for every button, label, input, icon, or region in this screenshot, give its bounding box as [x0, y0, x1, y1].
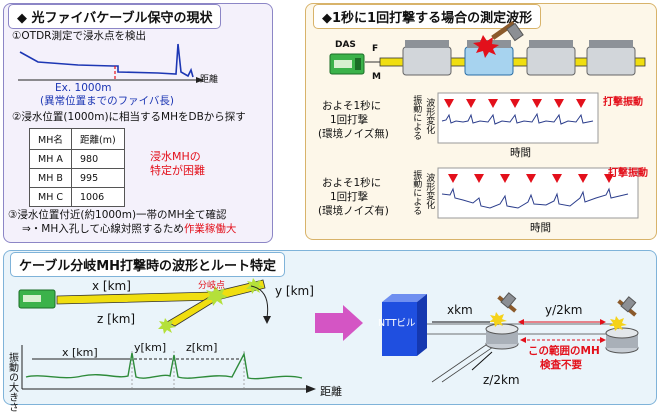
branch-z-label: z [km] [97, 312, 136, 326]
wave-y-label: y[km] [134, 341, 167, 354]
branch-x-label: x [km] [92, 279, 131, 293]
manhole-icon [485, 323, 519, 350]
row1-line1: およそ1秒に [322, 100, 382, 112]
wave-z-label: z[km] [186, 341, 218, 354]
manhole-section [402, 40, 452, 76]
step3-subtext: ⇒・MH入孔して心線対照するため作業稼働大 [22, 223, 237, 235]
note-line1: 浸水MHの [150, 150, 201, 163]
strike-label-2: 打撃振動 [608, 168, 648, 179]
row2-line2: 1回打撃 [330, 191, 369, 203]
step3-text: ③浸水位置付近(約1000m)一帯のMH全て確認 [8, 209, 227, 221]
out-of-range-line1: この範囲のMH [528, 345, 600, 357]
panel2-title: ◆1秒に1回打撃する場合の測定波形 [313, 4, 542, 29]
route-y-label: y/2km [545, 303, 583, 317]
hammer-icon [491, 20, 524, 42]
row1-ylabel-1: 振動による [411, 95, 422, 140]
row1-line2: 1回打撃 [330, 114, 369, 126]
branch-cable-diagram [18, 278, 271, 334]
strike-markers [448, 174, 614, 183]
das-device-icon [329, 53, 365, 75]
step3-emphasis: 作業稼働大 [183, 223, 237, 235]
otdr-x-axis-label: 距離 [200, 75, 219, 85]
hammer-icon [497, 292, 517, 313]
waveform-no-noise [437, 92, 599, 144]
row1-line3: (環境ノイズ無) [318, 128, 389, 140]
route-z-label: z/2km [483, 373, 520, 387]
otdr-distance-note: (異常位置までのファイバ長) [40, 95, 174, 107]
time-label-1: 時間 [510, 147, 531, 159]
branch-y-label: y [km] [275, 284, 314, 298]
row2-line3: (環境ノイズ有) [318, 205, 389, 217]
hammer-icon [617, 296, 637, 317]
table-cell: MH C [29, 187, 72, 207]
branch-waveform [21, 345, 316, 393]
note-line2: 特定が困難 [150, 164, 205, 177]
ntt-building-label: NTTビル [378, 318, 416, 329]
panel3-title: ケーブル分岐MH打撃時の波形とルート特定 [10, 252, 286, 277]
time-label-2: 時間 [530, 222, 551, 234]
strike-markers [444, 99, 586, 108]
table-row: MH A 980 [29, 149, 125, 169]
step1-text: ①OTDR測定で浸水点を検出 [12, 30, 146, 42]
das-device-icon [18, 289, 56, 309]
row2-line1: およそ1秒に [322, 177, 382, 189]
step2-text: ②浸水位置(1000m)に相当するMHをDBから探す [12, 111, 246, 123]
otdr-trace-graph [18, 43, 204, 83]
strike-label-1: 打撃振動 [603, 97, 643, 108]
row2-ylabel-1: 振動による [411, 170, 422, 215]
transition-arrow [315, 305, 363, 341]
manhole-section [526, 40, 576, 76]
wave-ylabel: 振動の大きさ [6, 352, 18, 412]
manhole-icon [605, 327, 639, 354]
das-label: DAS [335, 40, 356, 50]
panel1-title: ◆ 光ファイバケーブル保守の現状 [8, 4, 222, 29]
f-label: F [372, 44, 379, 54]
table-cell: 1006 [71, 187, 125, 207]
row1-ylabel-2: 波形変化 [424, 98, 435, 134]
branch-point-label: 分岐点 [198, 281, 226, 291]
row2-ylabel-2: 波形変化 [424, 173, 435, 209]
m-label: M [372, 72, 381, 82]
otdr-distance-label: Ex. 1000m [55, 82, 112, 94]
out-of-range-line2: 検査不要 [540, 359, 582, 371]
table-row: MH B 995 [29, 168, 125, 188]
table-row: MH C 1006 [29, 187, 125, 207]
manhole-section [586, 40, 636, 76]
table-cell: 995 [71, 168, 125, 188]
table-header: 距離(m) [71, 128, 125, 150]
table-header: MH名 [29, 128, 72, 150]
wave-x-axis-label: 距離 [320, 385, 342, 398]
route-x-label: xkm [447, 303, 473, 317]
route-map-diagram [382, 292, 639, 383]
waveform-with-noise [437, 167, 639, 219]
table-cell: MH A [29, 149, 72, 169]
ntt-building-icon [382, 294, 427, 356]
wave-x-label: x [km] [62, 346, 98, 359]
cable-route-diagram [365, 20, 646, 76]
table-cell: MH B [29, 168, 72, 188]
table-header-row: MH名 距離(m) [29, 128, 125, 150]
table-cell: 980 [71, 149, 125, 169]
mh-database-table: MH名 距離(m) MH A 980 MH B 995 MH C 1006 [29, 128, 125, 207]
